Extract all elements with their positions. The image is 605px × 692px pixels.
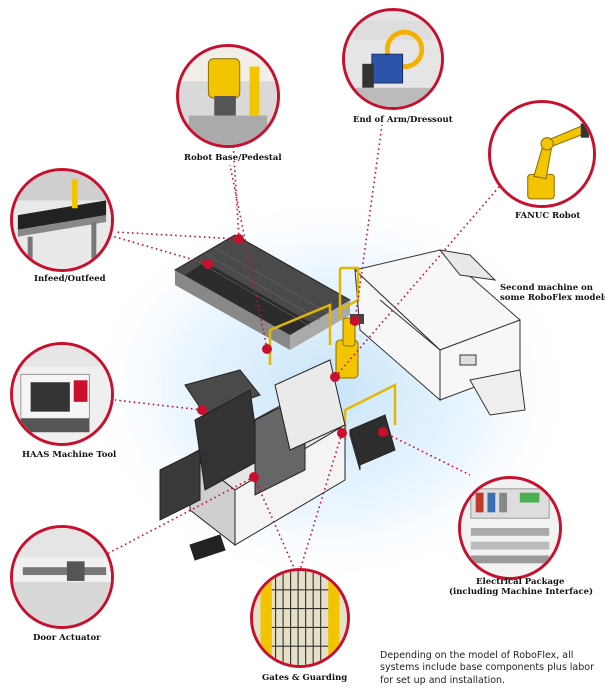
label-electrical-line1: Electrical Package	[476, 577, 565, 587]
label-robot-base: Robot Base/Pedestal	[184, 153, 282, 163]
bubble-electrical	[458, 476, 562, 580]
label-fanuc-robot: FANUC Robot	[515, 211, 581, 221]
footnote-text: Depending on the model of RoboFlex, all …	[380, 650, 595, 686]
label-gates: Gates & Guarding	[262, 673, 348, 683]
haas-machine-illustration	[159, 359, 346, 561]
bubble-gates	[250, 568, 350, 668]
bubble-haas	[10, 342, 114, 446]
second-machine-illustration	[353, 249, 526, 416]
label-electrical-line2: (including Machine Interface)	[449, 587, 594, 597]
label-second-machine-line2: some RoboFlex models.	[500, 293, 605, 303]
label-door-actuator: Door Actuator	[33, 633, 101, 643]
bubble-robot-base	[176, 44, 280, 148]
bubble-infeed	[10, 168, 114, 272]
label-second-machine-line1: Second machine on	[500, 283, 593, 293]
label-end-of-arm: End of Arm/Dressout	[353, 115, 453, 125]
bubble-fanuc-robot	[488, 100, 596, 208]
label-infeed: Infeed/Outfeed	[34, 274, 106, 284]
conveyor-illustration	[173, 234, 352, 350]
bubble-end-of-arm	[342, 8, 444, 110]
leader-lines	[104, 124, 506, 571]
bubble-door-actuator	[10, 525, 114, 629]
label-haas: HAAS Machine Tool	[22, 450, 117, 460]
